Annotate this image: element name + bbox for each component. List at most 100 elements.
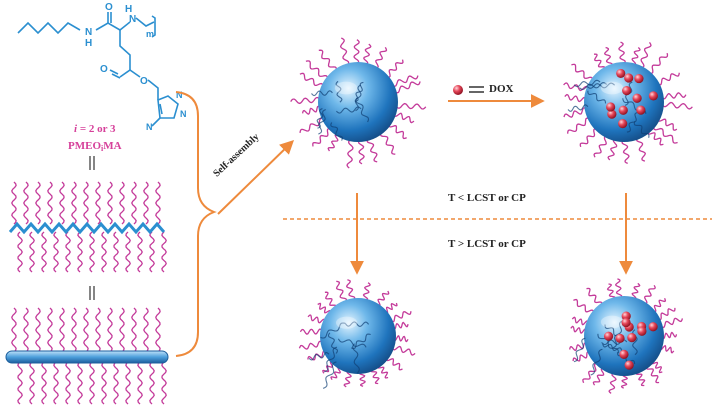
corona-chain [661, 101, 693, 110]
core-chain [320, 322, 346, 339]
corona-chain [339, 37, 350, 67]
corona-chain [324, 291, 337, 309]
micelle-core [318, 62, 398, 142]
dox-particle [634, 73, 644, 84]
corona-chain [390, 311, 412, 323]
atom-n-backbone: N [129, 14, 136, 25]
corona-chain [395, 102, 427, 110]
corona-chain [631, 282, 641, 300]
brush-side-chain [65, 231, 71, 273]
brush-side-chain [119, 307, 125, 353]
dox-label: DOX [489, 83, 514, 95]
corona-chain [652, 298, 667, 313]
corona-chain [301, 105, 321, 115]
dox-particle [627, 333, 637, 343]
brush-side-chain [17, 361, 23, 405]
corona-chain [391, 75, 419, 88]
core-chain [626, 111, 639, 133]
corona-chain [618, 41, 626, 65]
atom-o-amide: O [105, 2, 113, 13]
core-chain [352, 343, 360, 374]
brush-side-chain [23, 181, 29, 225]
corona-chain [307, 314, 326, 324]
corona-chain [393, 112, 415, 124]
brush-side-chain [131, 181, 137, 225]
corona-chain [317, 302, 331, 314]
bottlebrush-rod [5, 307, 169, 405]
corona-chain [343, 370, 352, 388]
corona-chain [335, 280, 348, 303]
backbone [119, 21, 131, 31]
core-chain [602, 343, 623, 352]
brush-side-chain [149, 361, 155, 405]
dox-particle [632, 93, 642, 103]
corona-chain [592, 367, 605, 386]
core-chain [355, 97, 370, 123]
rod-backbone [5, 350, 169, 364]
corona-chain [661, 92, 687, 100]
dox-particle [624, 360, 634, 370]
dox-particle [624, 73, 634, 83]
corona-chain [299, 117, 325, 134]
side-chain [119, 30, 131, 70]
corona-chain [353, 39, 360, 65]
core-chain [327, 332, 338, 354]
corona-chain [357, 139, 365, 165]
brush-side-chain [113, 231, 119, 273]
core-chain [345, 321, 370, 327]
polymer-name-base: PMEO [68, 140, 101, 152]
brush-side-chain [59, 181, 65, 225]
brush-side-chain [65, 361, 71, 405]
core-chain [586, 82, 615, 89]
brush-side-chain [11, 307, 17, 353]
brush-side-chain [23, 307, 29, 353]
corona-chain [643, 284, 656, 305]
core-chain [354, 84, 362, 112]
brush-side-chain [47, 307, 53, 353]
corona-chain [572, 351, 591, 362]
corona-chain [614, 278, 623, 299]
core-chain [579, 82, 608, 90]
core-chain [633, 121, 650, 138]
core-chain [322, 361, 337, 389]
amide-bond [95, 22, 121, 31]
corona-chain [384, 302, 398, 314]
core-chain [335, 80, 343, 103]
brush-side-chain [59, 307, 65, 353]
corona-chain [657, 117, 678, 131]
brush-side-chain [29, 361, 35, 405]
corona-chain [640, 42, 652, 69]
corona-chain [363, 43, 372, 66]
brush-side-chain [143, 307, 149, 353]
triazole-ring [157, 95, 179, 119]
brush-side-chain [83, 307, 89, 353]
dox-particle [606, 102, 616, 112]
atom-o-ester: O [140, 76, 148, 87]
core-chain [308, 351, 330, 361]
atom-n-amide: N [85, 27, 92, 38]
corona-chain [603, 46, 613, 68]
below-lcst-label: T < LCST or CP [448, 192, 526, 204]
corona-chain [362, 282, 371, 302]
corona-chain [392, 321, 409, 330]
corona-chain [648, 52, 669, 75]
corona-chain [322, 360, 334, 374]
corona-chain [582, 363, 599, 384]
polymer-name: PMEOiMA [68, 141, 122, 153]
brush-side-chain [77, 231, 83, 273]
micelle-loaded-below [563, 41, 693, 164]
brush-side-chain [155, 181, 161, 225]
brush-side-chain [101, 361, 107, 405]
brush-side-chain [137, 361, 143, 405]
brush-side-chain [125, 231, 131, 273]
atom-h-amide: H [85, 38, 92, 49]
brush-side-chain [161, 361, 167, 405]
corona-chain [571, 316, 589, 326]
core-chain [573, 79, 601, 88]
corona-chain [298, 340, 324, 350]
corona-chain [377, 364, 389, 379]
corona-chain [606, 283, 616, 301]
core-chain [567, 104, 589, 112]
corona-chain [366, 138, 378, 163]
corona-chain [393, 334, 409, 343]
